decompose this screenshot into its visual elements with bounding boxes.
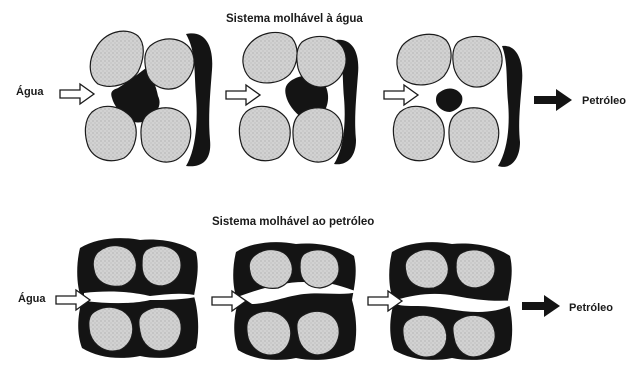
flow-arrow-icon xyxy=(226,85,260,105)
sand-grain xyxy=(297,36,346,87)
flow-arrow-icon xyxy=(384,85,418,105)
water-wet-panel-2 xyxy=(239,32,358,164)
outlet-label-oil: Petróleo xyxy=(582,95,626,107)
oil-wet-panel-1 xyxy=(77,238,200,358)
outlet-arrow-icon xyxy=(534,89,572,111)
inlet-label-water: Água xyxy=(18,293,46,305)
sand-grain xyxy=(142,246,181,286)
sand-grain xyxy=(456,250,495,288)
sand-grain xyxy=(141,108,191,162)
sand-grain xyxy=(85,106,136,160)
inlet-label-water: Água xyxy=(16,86,44,98)
oil-wet-panel-2 xyxy=(233,242,358,360)
sand-grain xyxy=(145,39,194,89)
sand-grain xyxy=(453,36,502,87)
sand-grain xyxy=(249,250,292,289)
sand-grain xyxy=(293,108,343,162)
trapped-oil-droplet xyxy=(436,89,462,112)
sand-grain xyxy=(93,246,136,287)
oil-wet-panel-3 xyxy=(389,242,516,360)
sand-grain xyxy=(139,307,181,351)
sand-grain xyxy=(243,32,297,82)
sand-grain xyxy=(393,106,444,160)
water-wet-panel-1 xyxy=(85,31,212,166)
section-title-oil-wet: Sistema molhável ao petróleo xyxy=(212,216,374,228)
sand-grain xyxy=(300,250,339,288)
outlet-label-oil: Petróleo xyxy=(569,302,613,314)
sand-grain xyxy=(239,106,290,160)
water-wet-panel-3 xyxy=(393,34,522,167)
inlet-arrow-icon xyxy=(60,84,94,104)
section-title-water-wet: Sistema molhável à água xyxy=(226,13,363,25)
outlet-arrow-icon xyxy=(522,295,560,317)
sand-grain xyxy=(405,250,448,289)
sand-grain xyxy=(397,34,451,85)
sand-grain xyxy=(297,311,339,355)
sand-grain xyxy=(453,315,495,357)
sand-grain xyxy=(449,108,499,162)
